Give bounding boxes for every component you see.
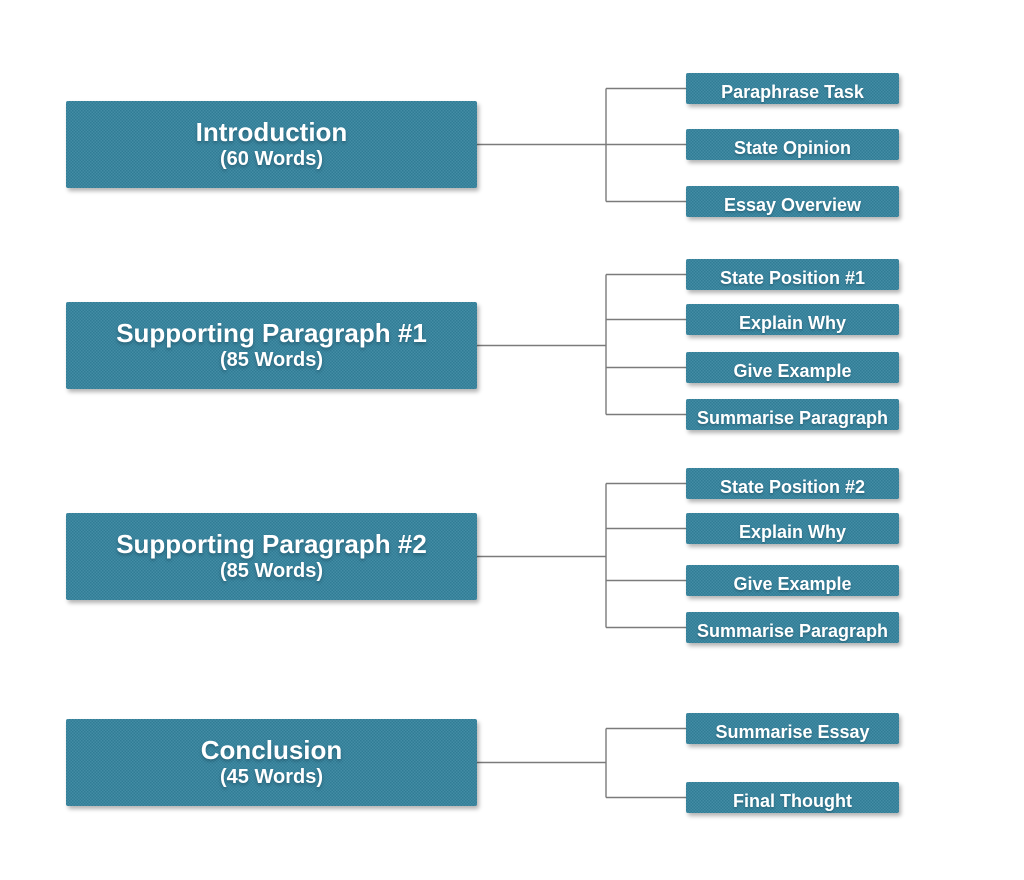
section-word-count: (85 Words) (220, 560, 323, 583)
section-box-supporting-paragraph-1: Supporting Paragraph #1 (85 Words) (66, 302, 477, 389)
section-word-count: (60 Words) (220, 148, 323, 171)
step-label: Summarise Paragraph (696, 621, 889, 641)
step-label: State Position #1 (719, 268, 866, 288)
section-title: Supporting Paragraph #1 (116, 317, 427, 348)
step-label: Essay Overview (723, 195, 862, 215)
step-label: Give Example (733, 361, 852, 381)
connector-introduction (477, 87, 686, 203)
step-box-summarise-paragraph-1: Summarise Paragraph (686, 399, 899, 430)
step-box-state-opinion: State Opinion (686, 129, 899, 160)
step-label: Explain Why (738, 522, 846, 542)
section-box-introduction: Introduction (60 Words) (66, 101, 477, 188)
step-box-summarise-paragraph-2: Summarise Paragraph (686, 612, 899, 643)
section-box-supporting-paragraph-2: Supporting Paragraph #2 (85 Words) (66, 513, 477, 600)
connector-conclusion (477, 727, 686, 799)
step-label: Summarise Essay (715, 722, 870, 742)
connector-supporting-paragraph-1 (477, 273, 686, 416)
step-box-summarise-essay: Summarise Essay (686, 713, 899, 744)
step-label: Summarise Paragraph (696, 408, 889, 428)
step-box-essay-overview: Essay Overview (686, 186, 899, 217)
connector-supporting-paragraph-2 (477, 482, 686, 629)
section-box-conclusion: Conclusion (45 Words) (66, 719, 477, 806)
step-label: Final Thought (733, 791, 852, 811)
section-title: Introduction (195, 116, 348, 147)
step-label: Explain Why (738, 313, 846, 333)
step-box-state-position-2: State Position #2 (686, 468, 899, 499)
section-word-count: (85 Words) (220, 349, 323, 372)
section-title: Conclusion (200, 734, 343, 765)
section-word-count: (45 Words) (220, 766, 323, 789)
step-label: Give Example (733, 574, 852, 594)
step-box-explain-why-2: Explain Why (686, 513, 899, 544)
step-box-give-example-1: Give Example (686, 352, 899, 383)
step-box-state-position-1: State Position #1 (686, 259, 899, 290)
step-box-paraphrase-task: Paraphrase Task (686, 73, 899, 104)
step-label: State Opinion (734, 138, 851, 158)
step-box-explain-why-1: Explain Why (686, 304, 899, 335)
step-label: Paraphrase Task (721, 82, 864, 102)
step-box-final-thought: Final Thought (686, 782, 899, 813)
step-label: State Position #2 (719, 477, 866, 497)
step-box-give-example-2: Give Example (686, 565, 899, 596)
section-title: Supporting Paragraph #2 (116, 528, 427, 559)
